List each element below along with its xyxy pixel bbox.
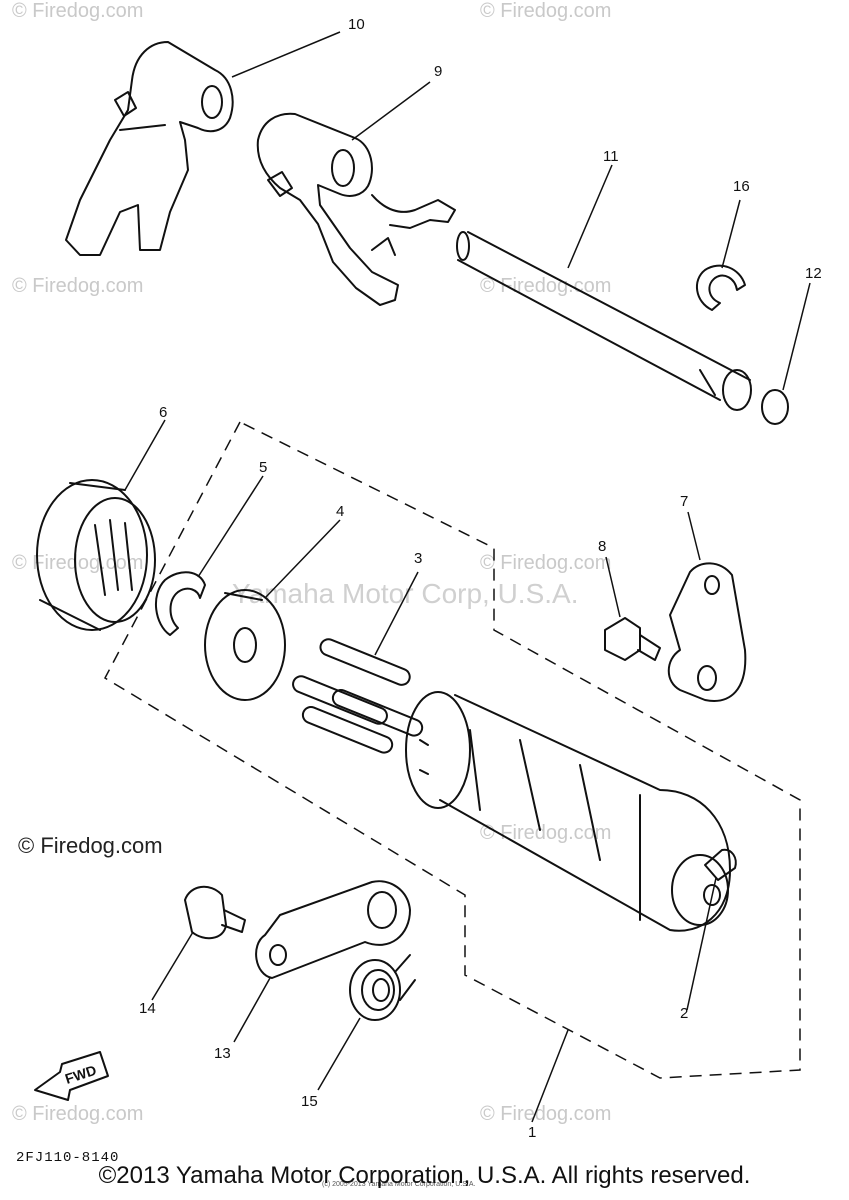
callout-1: 1	[528, 1124, 537, 1141]
washer-4	[204, 589, 286, 701]
watermark: © Firedog.com	[480, 1103, 612, 1125]
shift-fork-10	[65, 41, 234, 256]
callout-3: 3	[414, 550, 423, 567]
callout-10: 10	[348, 16, 365, 33]
watermark: © Firedog.com	[480, 822, 612, 844]
spring-15	[349, 954, 416, 1021]
callout-6: 6	[159, 404, 168, 421]
shift-fork-9	[256, 112, 456, 306]
watermark: © Firedog.com	[12, 275, 144, 297]
callout-11: 11	[603, 148, 619, 165]
small-copyright: (c) 2005-2013 Yamaha Motor Corporation, …	[322, 1181, 476, 1188]
watermark: © Firedog.com	[480, 552, 612, 574]
bolt-8	[604, 617, 661, 661]
bolt-14	[184, 885, 246, 940]
callout-13: 13	[214, 1045, 231, 1062]
watermark: © Firedog.com	[480, 0, 612, 22]
oring-12	[761, 389, 789, 425]
callout-12: 12	[805, 265, 822, 282]
watermark: © Firedog.com	[12, 552, 144, 574]
callout-15: 15	[301, 1093, 318, 1110]
callout-4: 4	[336, 503, 345, 520]
pins-3	[292, 638, 424, 754]
footer-copyright: ©2013 Yamaha Motor Corporation, U.S.A. A…	[98, 1162, 751, 1189]
callout-14: 14	[139, 1000, 156, 1017]
circlip-5	[154, 571, 206, 636]
callout-9: 9	[434, 63, 443, 80]
pin-2	[704, 848, 737, 881]
callout-2: 2	[680, 1005, 689, 1022]
diagram-code: 2FJ110-8140	[16, 1150, 120, 1166]
circlip-16	[696, 264, 746, 311]
group-outline	[104, 421, 801, 1079]
plate-7	[667, 562, 747, 702]
watermark-corner: © Firedog.com	[18, 833, 163, 858]
callout-8: 8	[598, 538, 607, 555]
callout-16: 16	[733, 178, 750, 195]
callout-5: 5	[259, 459, 268, 476]
watermark: © Firedog.com	[480, 275, 612, 297]
bearing-6	[36, 479, 156, 631]
fwd-arrow	[34, 1051, 109, 1101]
watermark: © Firedog.com	[12, 1103, 144, 1125]
lever-13	[255, 880, 411, 979]
shift-drum-1	[405, 691, 731, 932]
watermark: © Firedog.com	[12, 0, 144, 22]
leader-lines	[124, 31, 811, 1123]
callout-7: 7	[680, 493, 689, 510]
shift-shaft-11	[456, 231, 752, 411]
fwd-label: FWD	[63, 1062, 98, 1087]
watermark-center: Yamaha Motor Corp, U.S.A.	[232, 578, 579, 609]
